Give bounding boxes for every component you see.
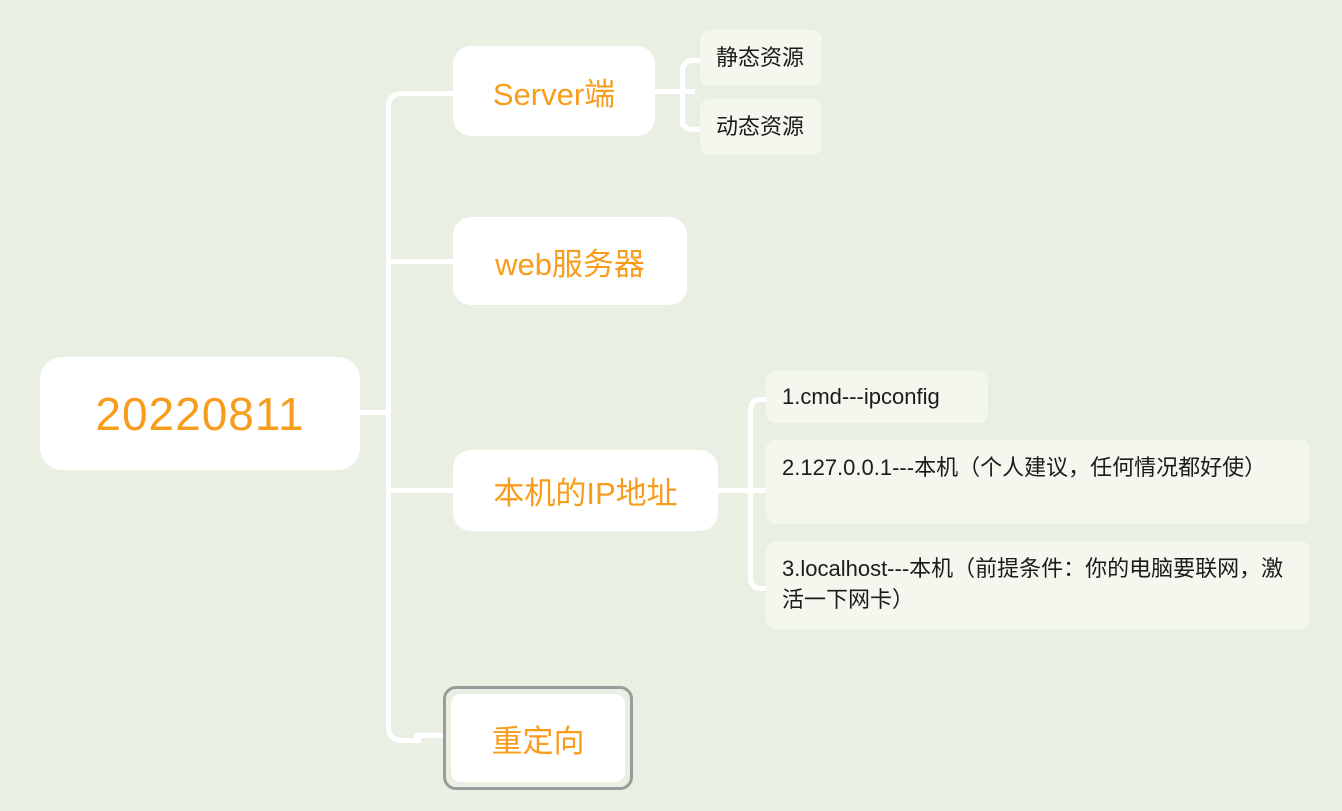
node-label-web-server: web服务器 <box>495 246 645 282</box>
mindmap-node-dynamic-resource[interactable]: 动态资源 <box>700 99 822 155</box>
mindmap-node-redirect[interactable]: 重定向 <box>451 694 625 782</box>
mindmap-node-web-server[interactable]: web服务器 <box>453 217 687 305</box>
connector-corner-cmd <box>748 397 777 426</box>
node-label-redirect: 重定向 <box>491 723 585 759</box>
connector-branch-ip <box>386 488 458 493</box>
connector-root-trunk <box>386 106 391 723</box>
mindmap-node-localhost[interactable]: 3.localhost---本机（前提条件：你的电脑要联网，激活一下网卡） <box>766 541 1310 629</box>
connector-corner-localhost <box>748 562 777 591</box>
node-label-localhost: 3.localhost---本机（前提条件：你的电脑要联网，激活一下网卡） <box>782 556 1284 613</box>
mindmap-node-server[interactable]: Server端 <box>453 46 655 136</box>
mindmap-node-local-ip[interactable]: 本机的IP地址 <box>453 450 718 531</box>
connector-corner-static <box>680 58 709 87</box>
connector-server-vert <box>680 73 685 127</box>
connector-corner-dynamic <box>680 103 709 132</box>
mindmap-root-node[interactable]: 20220811 <box>40 357 360 470</box>
node-label-static-resource: 静态资源 <box>716 45 805 71</box>
connector-ip-stub <box>718 488 754 493</box>
node-label-dynamic-resource: 动态资源 <box>716 114 805 140</box>
mindmap-node-redirect-selection[interactable]: 重定向 <box>443 686 633 790</box>
node-label-loopback-ip: 2.127.0.0.1---本机（个人建议，任何情况都好使） <box>782 455 1267 480</box>
node-label-server: Server端 <box>492 76 616 112</box>
connector-ip-vert <box>748 412 753 582</box>
connector-corner-redirect <box>386 708 421 743</box>
mindmap-node-static-resource[interactable]: 静态资源 <box>700 30 822 86</box>
node-label-cmd-ipconfig: 1.cmd---ipconfig <box>782 384 940 410</box>
connector-server-stub <box>655 89 695 94</box>
connector-branch-web <box>386 259 458 264</box>
node-label-local-ip: 本机的IP地址 <box>493 476 678 511</box>
connector-root-stub <box>360 410 390 415</box>
connector-branch-redirect <box>414 733 446 738</box>
mindmap-node-loopback-ip[interactable]: 2.127.0.0.1---本机（个人建议，任何情况都好使） <box>766 440 1310 524</box>
connector-branch-server <box>414 91 458 96</box>
root-node-label: 20220811 <box>95 387 305 440</box>
mindmap-node-cmd-ipconfig[interactable]: 1.cmd---ipconfig <box>766 371 988 423</box>
connector-corner-server <box>386 91 421 126</box>
